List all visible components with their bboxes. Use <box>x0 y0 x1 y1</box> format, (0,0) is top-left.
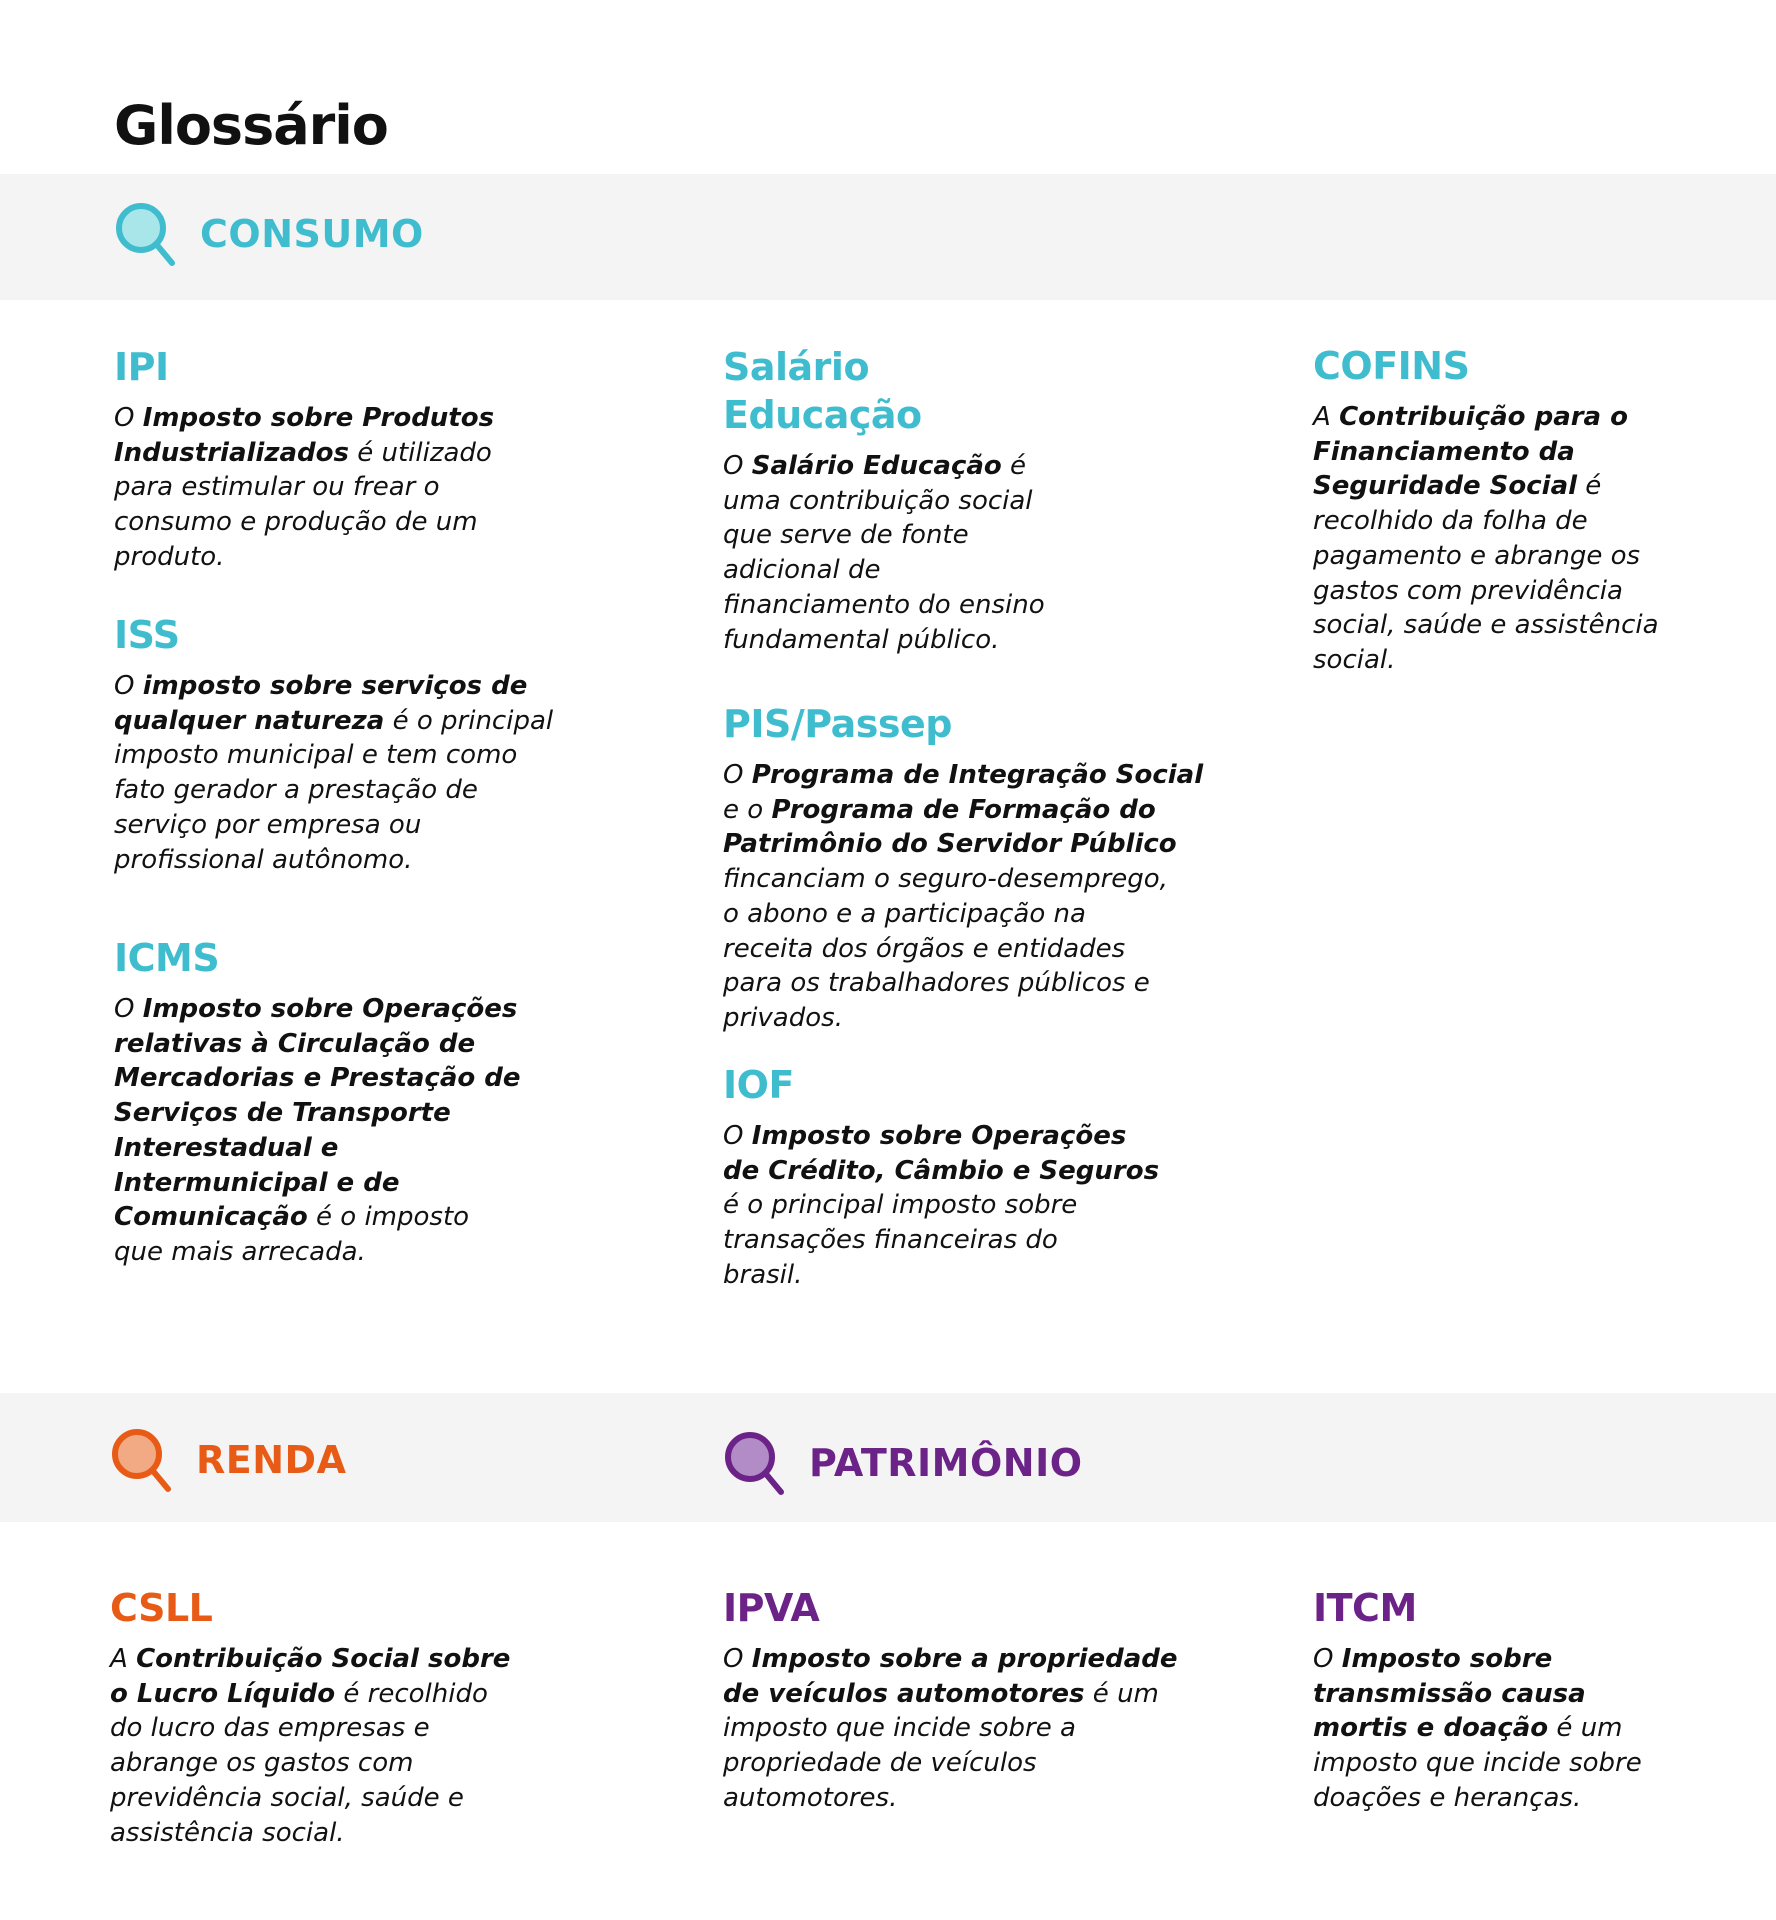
magnifier-icon <box>725 1432 784 1495</box>
definition-text: é o imposto que mais arrecada. <box>114 1202 470 1267</box>
entry-definition: O Imposto sobre Operações relativas à Ci… <box>114 992 521 1270</box>
entry-definition: O Salário Educação é uma contribuição so… <box>723 449 1045 657</box>
entry-term: ISS <box>114 613 180 657</box>
entry-definition: O Imposto sobre Produtos Industrializado… <box>114 401 494 575</box>
definition-bold-term: Salário Educação <box>751 451 1002 481</box>
entry-definition: A Contribuição Social sobre o Lucro Líqu… <box>110 1642 510 1850</box>
consumo-section-header <box>0 174 1776 300</box>
category-consumo: CONSUMO <box>114 201 424 267</box>
glossary-entry-ipi: IPI O Imposto sobre Produtos Industrializ… <box>114 343 494 575</box>
definition-text: é uma contribuição social que serve de f… <box>723 451 1045 655</box>
page-title: Glossário <box>114 94 389 158</box>
glossary-entry-csll: CSLL A Contribuição Social sobre o Lucro … <box>110 1584 510 1850</box>
definition-text: O <box>723 1644 752 1674</box>
entry-term: IPVA <box>723 1586 820 1630</box>
glossary-entry-cofins: COFINS A Contribuição para o Financiament… <box>1313 342 1659 678</box>
definition-bold-term: imposto sobre serviços de qualquer natur… <box>114 671 528 736</box>
definition-bold-term: Contribuição Social sobre o Lucro Líquid… <box>110 1644 511 1709</box>
entry-term: Salário Educação <box>723 345 922 437</box>
magnifier-icon <box>112 1429 171 1492</box>
definition-text: é o principal imposto municipal e tem co… <box>114 705 554 875</box>
definition-text: A <box>1313 402 1340 432</box>
entry-term: CSLL <box>110 1586 213 1630</box>
magnifier-icon <box>116 203 175 266</box>
entry-term: ICMS <box>114 936 220 980</box>
category-label: PATRIMÔNIO <box>809 1441 1083 1485</box>
entry-term: IPI <box>114 345 169 389</box>
definition-text: O <box>114 994 143 1024</box>
category-renda: RENDA <box>110 1427 346 1493</box>
definition-bold-term: Imposto sobre Operações relativas à Circ… <box>114 994 521 1233</box>
glossary-entry-iof: IOF O Imposto sobre Operações de Crédito,… <box>723 1061 1159 1293</box>
definition-text: A <box>110 1644 137 1674</box>
definition-text: O <box>723 1121 752 1151</box>
definition-text: fincanciam o seguro-desemprego, o abono … <box>723 864 1168 1033</box>
definition-text: é recolhido da folha de pagamento e abra… <box>1313 471 1659 675</box>
entry-term: ITCM <box>1313 1586 1417 1630</box>
entry-definition: A Contribuição para o Financiamento da S… <box>1313 400 1659 678</box>
definition-text: O <box>723 451 752 481</box>
glossary-entry-iss: ISS O imposto sobre serviços de qualquer … <box>114 611 553 877</box>
definition-bold-term: Programa de Integração Social <box>751 760 1204 790</box>
entry-definition: O Programa de Integração Social e o Prog… <box>723 758 1203 1036</box>
category-patrimonio: PATRIMÔNIO <box>723 1430 1083 1496</box>
definition-text: O <box>1313 1644 1342 1674</box>
category-label: RENDA <box>196 1438 347 1482</box>
definition-text: é um imposto que incide sobre doações e … <box>1313 1713 1642 1813</box>
entry-definition: O Imposto sobre transmissão causa mortis… <box>1313 1642 1642 1816</box>
definition-bold-term: Contribuição para o Financiamento da Seg… <box>1313 402 1629 502</box>
definition-bold-term: Imposto sobre Produtos Industrializados <box>114 403 495 468</box>
definition-text: e o <box>723 794 764 825</box>
definition-text: O <box>723 760 752 790</box>
entry-definition: O Imposto sobre Operações de Crédito, Câ… <box>723 1119 1159 1293</box>
definition-text: O <box>114 403 143 433</box>
renda-patrimonio-section-header <box>0 1393 1776 1522</box>
definition-bold-term: Imposto sobre a propriedade de veículos … <box>723 1644 1178 1709</box>
definition-text: é recolhido do lucro das empresas e abra… <box>110 1678 488 1848</box>
entry-term: COFINS <box>1313 344 1470 388</box>
definition-bold-term: Imposto sobre transmissão causa mortis e… <box>1313 1644 1586 1744</box>
entry-term: PIS/Passep <box>723 702 952 746</box>
entry-definition: O Imposto sobre a propriedade de veículo… <box>723 1642 1178 1816</box>
definition-bold-term: Imposto sobre Operações de Crédito, Câmb… <box>723 1121 1160 1186</box>
glossary-entry-itcm: ITCM O Imposto sobre transmissão causa mo… <box>1313 1584 1642 1816</box>
definition-text: é utilizado para estimular ou frear o co… <box>114 437 492 572</box>
entry-term: IOF <box>723 1063 794 1107</box>
definition-text: O <box>114 671 143 701</box>
definition-text: é o principal imposto sobre transações f… <box>723 1190 1078 1290</box>
glossary-entry-ipva: IPVA O Imposto sobre a propriedade de veí… <box>723 1584 1178 1816</box>
entry-definition: O imposto sobre serviços de qualquer nat… <box>114 669 553 877</box>
definition-text: é um imposto que incide sobre a propried… <box>723 1678 1159 1813</box>
glossary-entry-icms: ICMS O Imposto sobre Operações relativas … <box>114 934 521 1270</box>
definition-bold-term: Programa de Formação do Patrimônio do Se… <box>723 794 1177 860</box>
category-label: CONSUMO <box>200 212 424 256</box>
